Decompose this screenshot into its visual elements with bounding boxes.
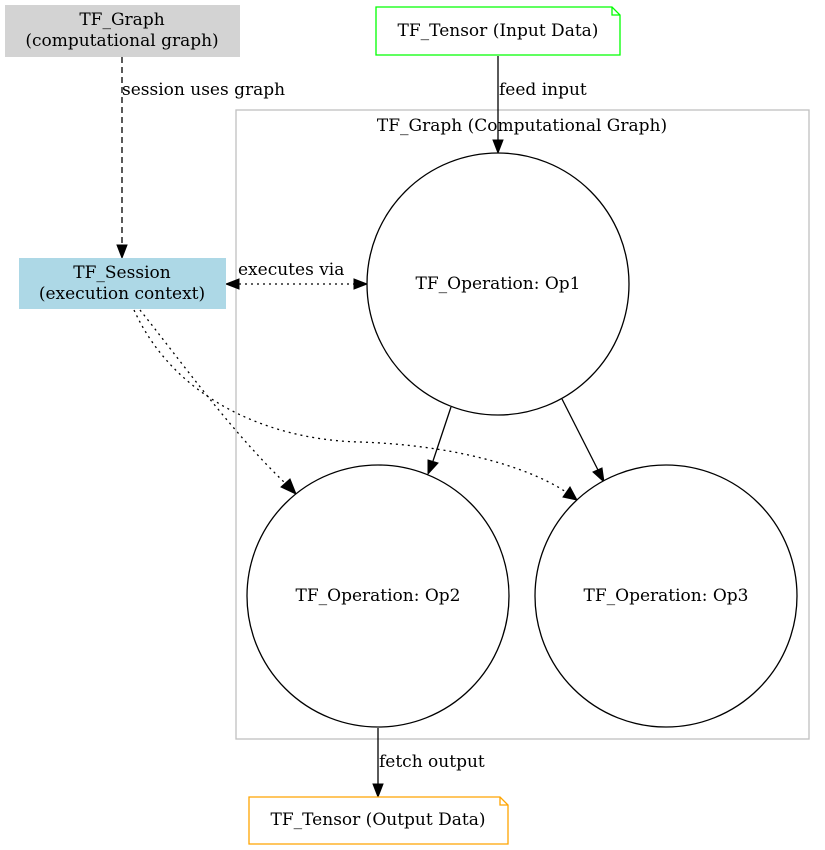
graph-cluster: TF_Graph (Computational Graph) (235, 109, 810, 740)
op1-circle (366, 152, 630, 416)
edge-fetch-output: fetch output (372, 728, 485, 799)
graph-node-title: TF_Graph (79, 10, 164, 30)
op2-circle (246, 464, 510, 728)
arrowhead (353, 278, 369, 290)
arrowhead (562, 486, 578, 501)
input-tensor-label: TF_Tensor (Input Data) (398, 21, 599, 41)
output-tensor-note-fold (499, 797, 508, 806)
arrowhead (280, 478, 297, 495)
input-tensor-note-shape (375, 6, 621, 56)
input-tensor-node[interactable]: TF_Tensor (Input Data) (375, 6, 621, 56)
edge-label-executes-via: executes via (238, 260, 344, 280)
graph-cluster-border (235, 109, 810, 740)
op1-label: TF_Operation: Op1 (416, 274, 581, 294)
output-tensor-label: TF_Tensor (Output Data) (271, 810, 486, 830)
op3-label: TF_Operation: Op3 (584, 586, 749, 606)
output-tensor-node[interactable]: TF_Tensor (Output Data) (248, 796, 509, 845)
edge-feed-input: feed input (492, 56, 587, 155)
arrowhead (224, 278, 240, 290)
edge-executes-via: executes via (224, 260, 369, 290)
op1-node[interactable]: TF_Operation: Op1 (366, 152, 630, 416)
op3-node[interactable]: TF_Operation: Op3 (534, 464, 798, 728)
edge-session-op3 (133, 309, 578, 501)
arrowhead (492, 139, 504, 155)
graph-node-box (5, 5, 240, 57)
edge-label-feed-input: feed input (499, 80, 587, 100)
arrowhead (372, 783, 384, 799)
session-node-title: TF_Session (73, 263, 170, 283)
arrowhead (592, 467, 605, 484)
edge-label-fetch-output: fetch output (379, 752, 485, 772)
arrowhead (116, 244, 128, 260)
op3-circle (534, 464, 798, 728)
input-tensor-note-fold (611, 7, 620, 16)
edge-op1-op2 (427, 406, 452, 476)
session-node-subtitle: (execution context) (39, 284, 205, 304)
graph-node-subtitle: (computational graph) (25, 31, 218, 51)
graph-node[interactable]: TF_Graph (computational graph) (5, 5, 240, 57)
edge-label-session-uses-graph: session uses graph (122, 80, 285, 100)
edge-session-op2 (139, 309, 297, 495)
graph-cluster-label: TF_Graph (Computational Graph) (377, 116, 667, 136)
op2-node[interactable]: TF_Operation: Op2 (246, 464, 510, 728)
session-node-box (19, 258, 226, 309)
arrowhead (427, 459, 439, 476)
edge-session-uses-graph: session uses graph (116, 57, 285, 260)
op2-label: TF_Operation: Op2 (296, 586, 461, 606)
session-node[interactable]: TF_Session (execution context) (19, 258, 226, 309)
edge-op1-op3 (561, 398, 605, 484)
output-tensor-note-shape (248, 796, 509, 845)
